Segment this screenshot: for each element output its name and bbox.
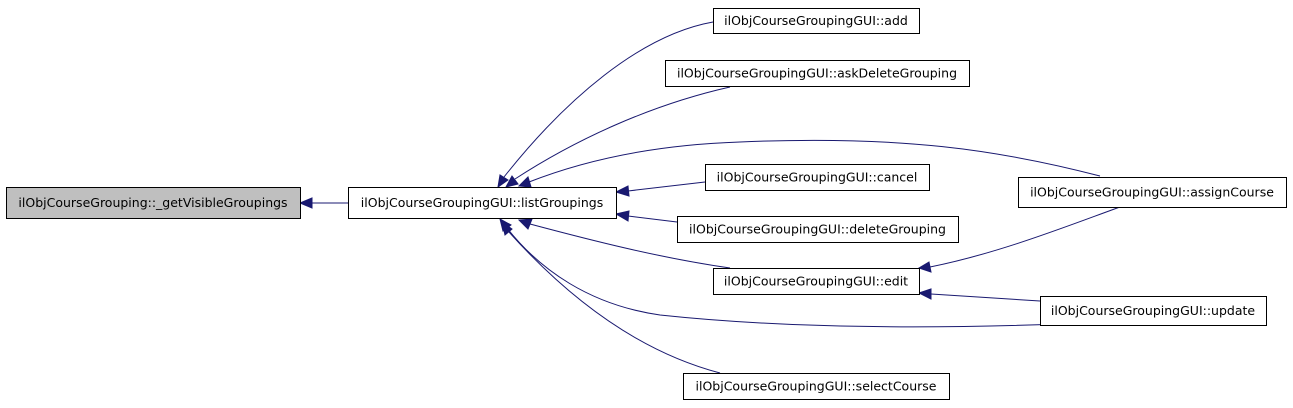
arrowhead-icon: [497, 174, 509, 189]
edge-line: [514, 86, 731, 180]
node-deleteGrouping[interactable]: ilObjCourseGroupingGUI::deleteGrouping: [677, 216, 959, 243]
arrowhead-icon: [614, 185, 630, 197]
edge-cancel-to-listGroupings: [614, 181, 706, 197]
arrowhead-icon: [517, 176, 532, 188]
node-box[interactable]: [713, 8, 920, 34]
node-selectCourse[interactable]: ilObjCourseGroupingGUI::selectCourse: [683, 373, 950, 400]
node-getVisibleGroupings[interactable]: ilObjCourseGrouping::_getVisibleGrouping…: [6, 187, 301, 219]
node-add[interactable]: ilObjCourseGroupingGUI::add: [713, 8, 920, 34]
node-label: ilObjCourseGroupingGUI::update: [1051, 303, 1256, 318]
edge-selectCourse-to-listGroupings: [501, 220, 721, 374]
arrowhead-icon: [517, 218, 533, 230]
arrowhead-icon: [505, 175, 519, 188]
edge-line: [627, 215, 678, 223]
edge-assignCourse-to-edit: [917, 206, 1121, 273]
edge-line: [503, 21, 714, 178]
node-listGroupings[interactable]: ilObjCourseGroupingGUI::listGroupings: [348, 187, 617, 219]
edge-line: [529, 223, 731, 269]
node-label: ilObjCourseGroupingGUI::askDeleteGroupin…: [677, 66, 957, 81]
edge-line: [528, 139, 1101, 183]
node-box[interactable]: [1018, 177, 1287, 208]
node-edit[interactable]: ilObjCourseGroupingGUI::edit: [713, 268, 920, 295]
node-label: ilObjCourseGroupingGUI::add: [724, 13, 908, 28]
node-update[interactable]: ilObjCourseGroupingGUI::update: [1040, 296, 1267, 326]
edge-line: [506, 227, 1061, 328]
edge-update-to-edit: [917, 288, 1041, 302]
edge-listGroupings-to-getVisibleGroupings: [298, 197, 348, 209]
node-askDeleteGrouping[interactable]: ilObjCourseGroupingGUI::askDeleteGroupin…: [665, 60, 970, 87]
node-box[interactable]: [683, 373, 950, 400]
node-box[interactable]: [1040, 296, 1267, 326]
arrowhead-icon: [501, 220, 513, 236]
edge-deleteGrouping-to-listGroupings: [614, 210, 678, 223]
edges-layer: [298, 21, 1121, 374]
node-label: ilObjCourseGroupingGUI::assignCourse: [1030, 185, 1274, 200]
nodes-layer: ilObjCourseGrouping::_getVisibleGrouping…: [6, 8, 1287, 400]
node-label: ilObjCourseGroupingGUI::deleteGrouping: [689, 222, 946, 237]
node-assignCourse[interactable]: ilObjCourseGroupingGUI::assignCourse: [1018, 177, 1287, 208]
edge-add-to-listGroupings: [497, 21, 714, 189]
node-box[interactable]: [665, 60, 970, 87]
node-box[interactable]: [705, 164, 930, 191]
node-label: ilObjCourseGroupingGUI::edit: [724, 274, 908, 289]
node-box[interactable]: [713, 268, 920, 295]
arrowhead-icon: [917, 288, 932, 300]
arrowhead-icon: [614, 210, 630, 222]
node-box[interactable]: [348, 187, 617, 219]
edge-line: [508, 231, 721, 374]
node-label: ilObjCourseGroupingGUI::cancel: [717, 170, 918, 185]
arrowhead-icon: [298, 197, 313, 209]
edge-askDeleteGrouping-to-listGroupings: [505, 86, 731, 188]
node-box[interactable]: [677, 216, 959, 243]
edge-line: [930, 293, 1041, 302]
edge-assignCourse-to-listGroupings: [517, 139, 1101, 188]
edge-line: [627, 181, 706, 192]
node-label: ilObjCourseGroupingGUI::listGroupings: [361, 195, 603, 210]
edge-edit-to-listGroupings: [517, 218, 731, 269]
arrowhead-icon: [917, 261, 932, 273]
node-label: ilObjCourseGrouping::_getVisibleGrouping…: [18, 195, 287, 210]
node-box[interactable]: [6, 187, 301, 219]
edge-line: [929, 206, 1121, 268]
node-label: ilObjCourseGroupingGUI::selectCourse: [696, 379, 937, 394]
node-cancel[interactable]: ilObjCourseGroupingGUI::cancel: [705, 164, 930, 191]
